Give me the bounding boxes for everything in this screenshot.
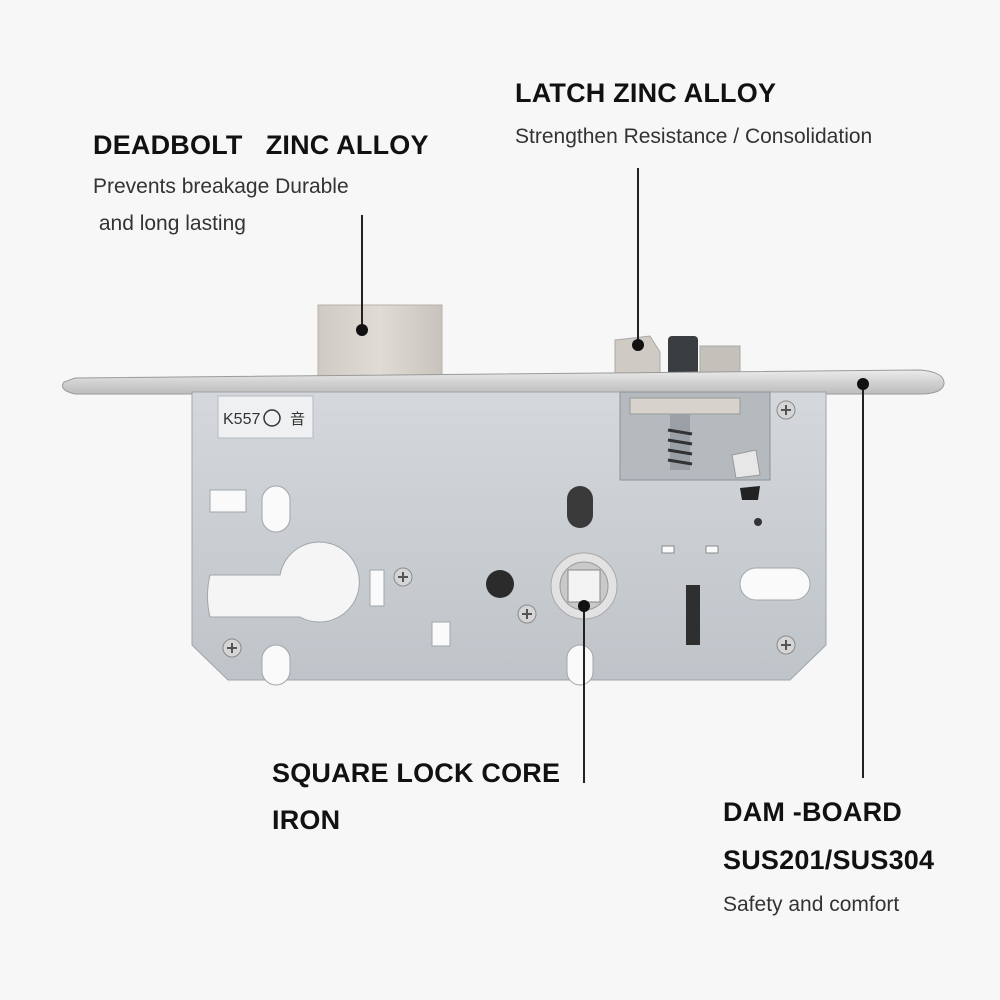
core-leader-dot — [578, 600, 590, 612]
latch-title: LATCH ZINC ALLOY — [515, 78, 777, 108]
latch-leader-line — [637, 168, 639, 344]
stamp-model: K557 — [223, 411, 260, 428]
dam-title-line1: DAM -BOARD — [723, 797, 902, 827]
latch-leader-dot — [632, 339, 644, 351]
stamp-char: 音 — [290, 410, 305, 428]
dam-leader-line — [862, 384, 864, 778]
latch-desc: Strengthen Resistance / Consolidation — [515, 125, 873, 148]
dam-desc: Safety and comfort — [723, 893, 900, 916]
dam-leader-dot — [857, 378, 869, 390]
faceplate — [61, 369, 945, 395]
core-leader-line — [583, 605, 585, 783]
core-title-line2: IRON — [272, 805, 341, 835]
deadbolt-leader-dot — [356, 324, 368, 336]
core-title-line1: SQUARE LOCK CORE — [272, 758, 561, 788]
deadbolt-desc-line2: and long lasting — [93, 212, 246, 235]
deadbolt — [317, 304, 443, 382]
deadbolt-title: DEADBOLT ZINC ALLOY — [93, 130, 429, 160]
dam-title-line2: SUS201/SUS304 — [723, 845, 935, 875]
square-lock-core — [550, 552, 618, 620]
deadbolt-desc-line1: Prevents breakage Durable — [93, 175, 349, 198]
deadbolt-leader-line — [361, 215, 363, 330]
latch-bolt — [614, 335, 741, 379]
